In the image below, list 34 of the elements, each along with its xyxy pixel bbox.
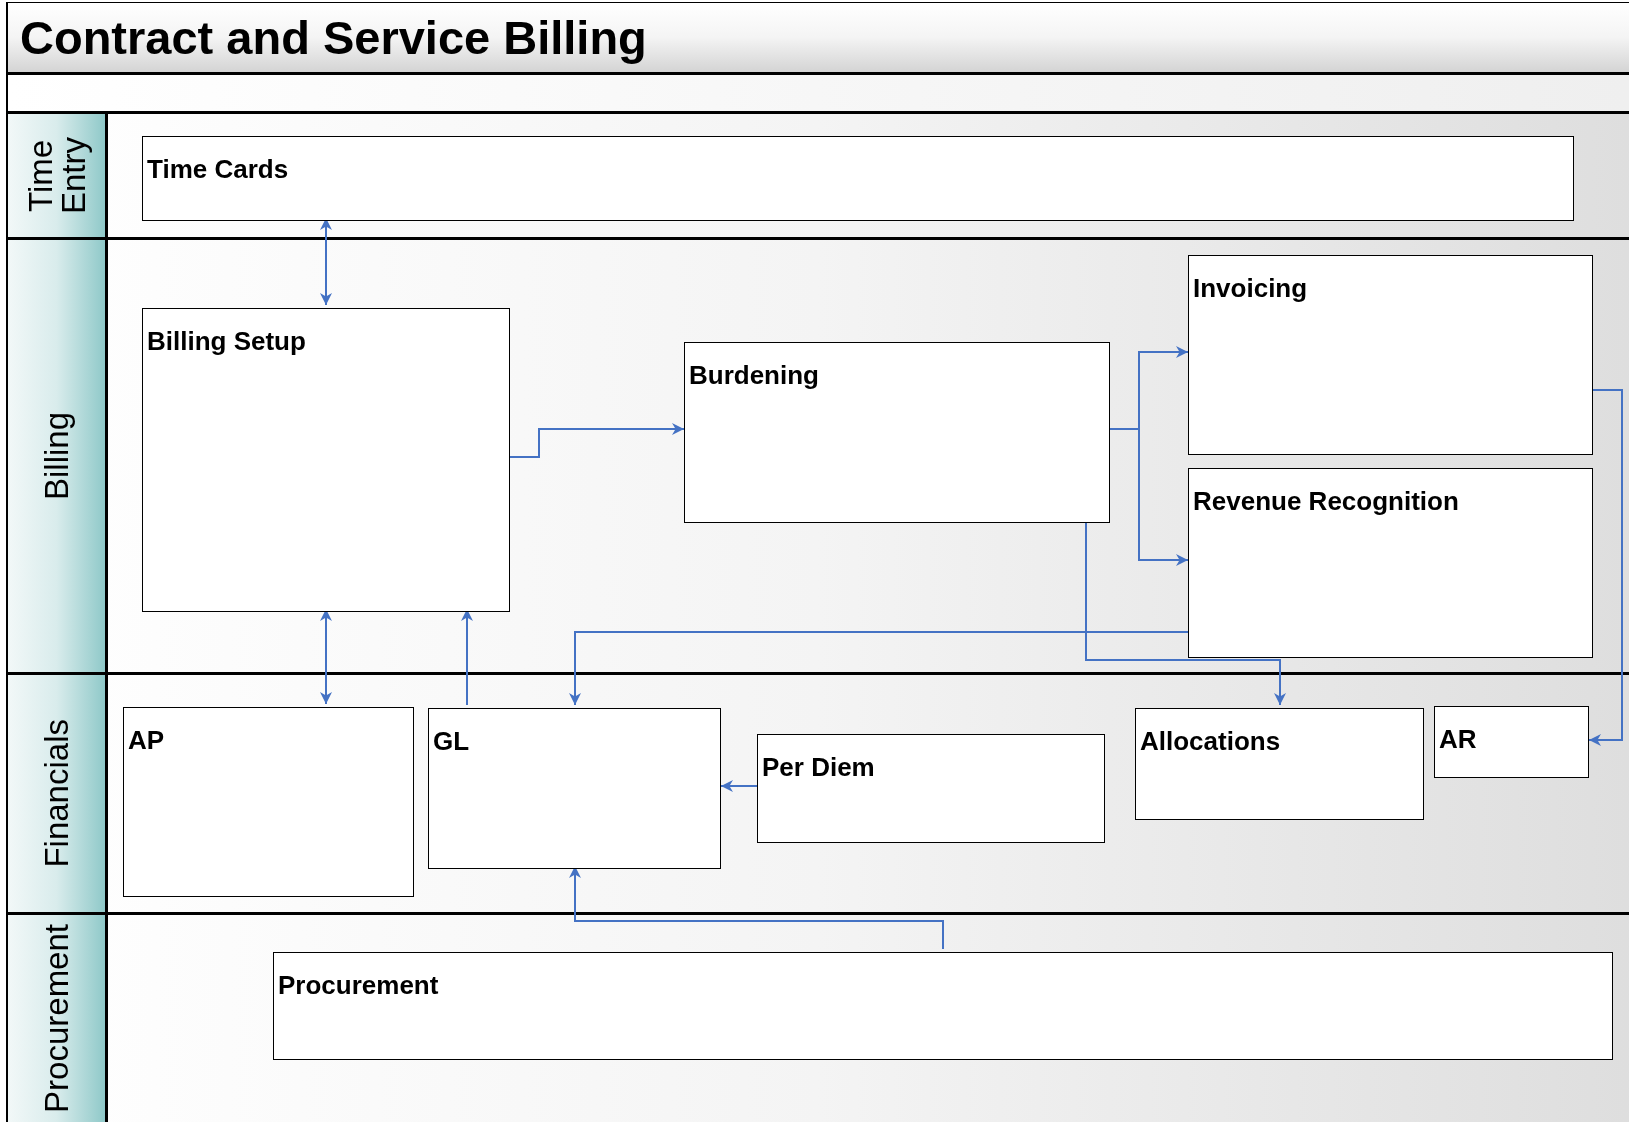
box-title: Revenue Recognition (1193, 485, 1459, 518)
box-title: Time Cards (147, 153, 289, 186)
arrow (569, 631, 1189, 706)
process-box (428, 708, 721, 869)
swimlane (8, 111, 1629, 237)
swimlane (8, 237, 1629, 672)
lane-title: Billing (40, 411, 73, 500)
process-box (1434, 706, 1589, 778)
lane-title: Procurement (40, 924, 73, 1113)
box-title: Invoicing (1193, 272, 1308, 305)
box-title: Billing Setup (147, 325, 306, 358)
box-title: AP (128, 724, 165, 757)
process-box (684, 342, 1110, 523)
process-box (1135, 708, 1424, 820)
process-box (1188, 468, 1593, 658)
process-box (123, 707, 414, 897)
box-title: Burdening (689, 359, 819, 392)
arrow (720, 780, 758, 792)
swimlane (8, 672, 1629, 912)
process-box (142, 308, 510, 612)
process-box (273, 952, 1613, 1060)
box-title: Allocations (1140, 725, 1281, 758)
lane-title: Time Entry (23, 136, 90, 216)
box-title: GL (433, 725, 470, 758)
arrow (1588, 389, 1623, 746)
process-box (757, 734, 1105, 843)
lane-title: Financials (40, 719, 73, 868)
process-box (142, 136, 1574, 221)
swimlane (8, 912, 1629, 1122)
box-title: Procurement (278, 969, 439, 1002)
process-box (1188, 255, 1593, 455)
box-title: Per Diem (762, 751, 875, 784)
arrow (509, 423, 685, 458)
box-title: AR (1439, 723, 1477, 756)
